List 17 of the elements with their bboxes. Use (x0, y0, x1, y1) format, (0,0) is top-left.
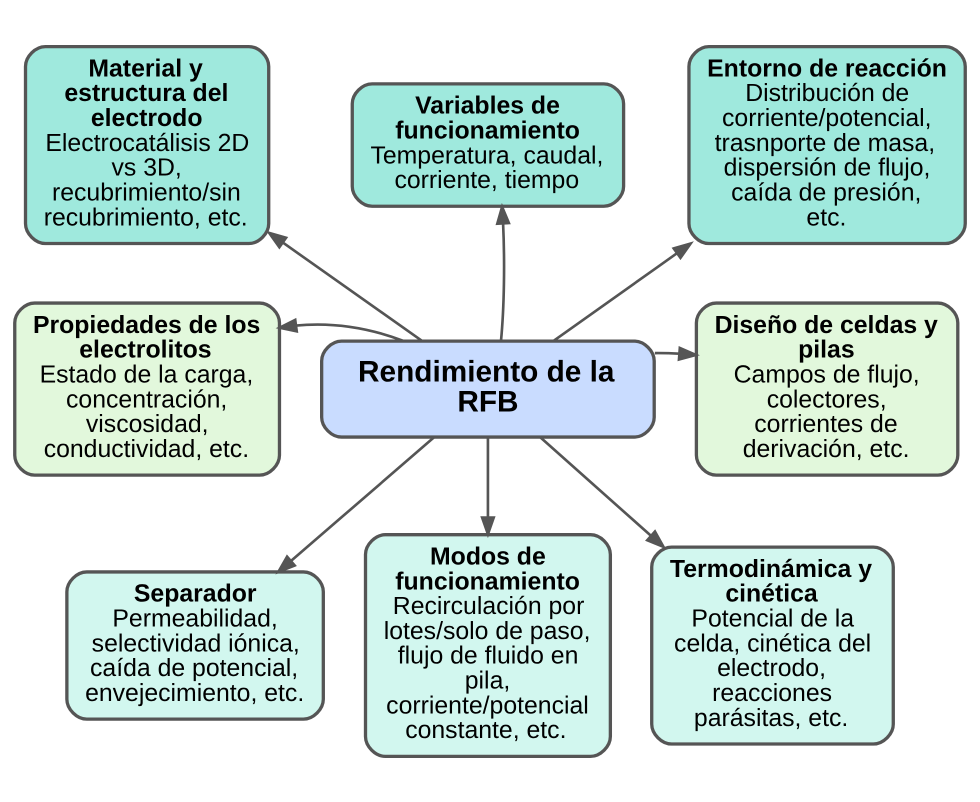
arrow (276, 317, 404, 342)
arrow (654, 345, 700, 361)
node-box: Entorno de reacción Distribución de corriente/potencial, trasnporte de masa, dispersión de flujo, caída de presión, etc. (687, 44, 967, 245)
arrow (539, 436, 666, 550)
node-box: Modos de funcionamiento Recirculación por lotes/solo de paso, flujo de fluido en pila, corriente/potencial constante, etc. (364, 532, 612, 758)
node-box: Diseño de celdas y pilas Campos de flujo, colectores, corrientes de derivación, etc. (694, 300, 960, 476)
node-box: Separador Permeabilidad, selectividad iónica, caída de potencial, envejecimiento, etc. (65, 570, 325, 720)
arrow (480, 436, 496, 538)
arrow (275, 436, 436, 574)
node-box: Rendimiento de la RFB (320, 338, 656, 438)
arrow (552, 240, 694, 342)
node-box: Termodinámica y cinética Potencial de la celda, cinética del electrodo, reacciones parásitas, etc. (650, 544, 895, 746)
node-box: Variables de funcionamiento Temperatura, caudal, corriente, tiempo (350, 82, 626, 208)
arrow (496, 202, 511, 341)
arrow (266, 230, 423, 342)
node-box: Material y estructura del electrodo Electrocatálisis 2D vs 3D, recubrimiento/sin recubrimiento, etc. (24, 44, 270, 245)
node-box: Propiedades de los electrolitos Estado de la carga, concentración, viscosidad, conductividad, etc. (13, 300, 282, 476)
